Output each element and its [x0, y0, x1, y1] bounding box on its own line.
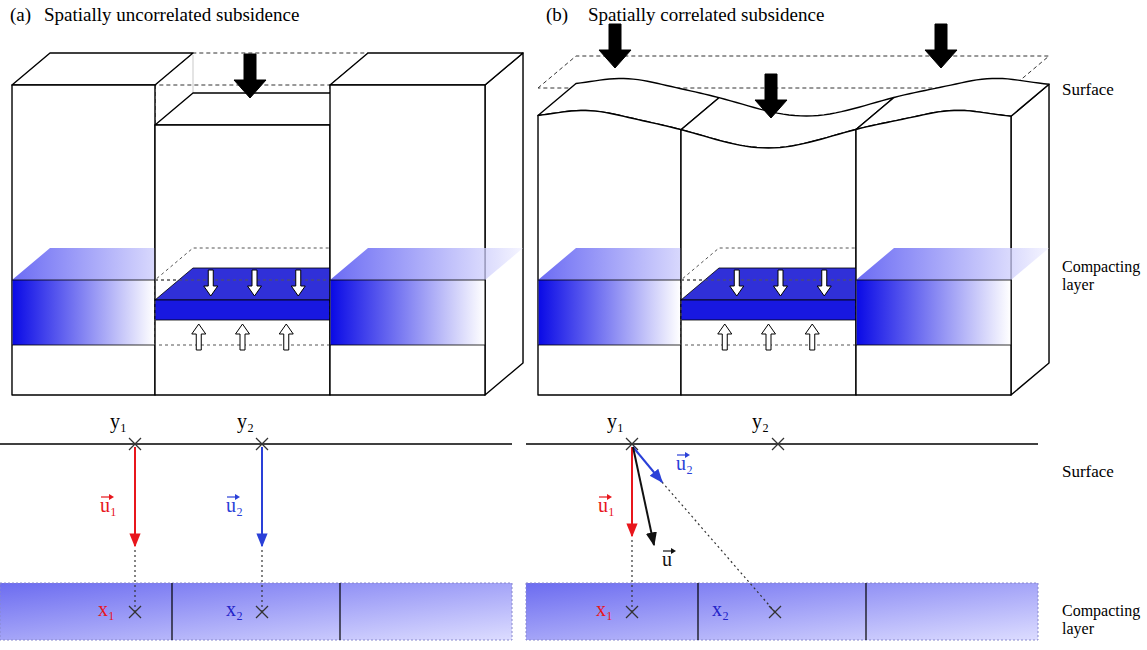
layer-edge — [538, 345, 681, 346]
layer-top — [856, 248, 1049, 280]
point-cross — [129, 438, 141, 450]
layer-edge — [856, 280, 1011, 281]
compacting-layer — [539, 280, 681, 345]
surface-label: Surface — [1062, 80, 1114, 100]
vector-label: u₂ — [676, 452, 693, 475]
projection-line — [662, 482, 775, 612]
layer-edge — [538, 280, 681, 281]
compacted-layer — [155, 300, 330, 320]
subsidence-arrow — [755, 74, 787, 118]
panel-letter: (b) — [546, 4, 568, 26]
vector-label: u — [662, 548, 672, 571]
block-top — [330, 53, 523, 85]
cell-divider — [339, 583, 340, 640]
point-label: y₁ — [607, 410, 624, 433]
point-cross — [256, 438, 268, 450]
vector-label: u₂ — [226, 494, 243, 517]
point-cross — [772, 438, 784, 450]
layer-label: Compacting layer — [1062, 602, 1144, 639]
block-front — [330, 85, 485, 395]
block-front — [155, 125, 330, 395]
cell-divider — [171, 583, 172, 640]
subsidence-arrow — [925, 24, 957, 68]
point-cross — [129, 606, 141, 618]
compaction-arrow — [291, 270, 305, 296]
layer-edge — [330, 280, 485, 281]
compaction-arrow — [236, 324, 250, 350]
block-side — [1011, 84, 1049, 395]
displacement-vector — [633, 447, 654, 545]
compacting-band — [526, 583, 1038, 640]
layer-edge — [856, 345, 1011, 346]
point-label: y₂ — [752, 410, 769, 433]
projection-line — [261, 550, 262, 612]
point-label: x₂ — [712, 598, 729, 621]
compaction-arrow — [718, 324, 732, 350]
panel-title: Spatially correlated subsidence — [588, 4, 824, 26]
compaction-arrow — [279, 324, 293, 350]
layer-top — [330, 248, 523, 280]
compaction-arrow — [192, 324, 206, 350]
compaction-arrow — [730, 270, 744, 296]
compaction-arrow — [774, 270, 788, 296]
point-cross — [772, 438, 784, 450]
surface-line — [0, 443, 512, 444]
subsidence-arrow — [234, 54, 266, 98]
displacement-vector — [631, 447, 633, 536]
point-label: y₁ — [110, 410, 127, 433]
block-top — [12, 53, 193, 85]
point-cross — [256, 606, 268, 618]
surface-label: Surface — [1062, 462, 1114, 482]
point-cross — [129, 606, 141, 618]
displacement-vector — [134, 447, 136, 546]
panel-title: Spatially uncorrelated subsidence — [44, 4, 299, 26]
compacting-layer — [857, 280, 1011, 345]
compaction-arrow — [204, 270, 218, 296]
surface-line — [526, 443, 1038, 444]
projection-line — [134, 550, 135, 612]
point-label: x₁ — [596, 598, 613, 621]
compacting-layer — [13, 280, 155, 345]
layer-edge — [12, 345, 155, 346]
layer-edge — [330, 345, 485, 346]
block-side — [485, 53, 523, 395]
displacement-vector — [261, 447, 263, 546]
compacting-layer — [331, 280, 485, 345]
cell-divider — [865, 583, 866, 640]
panel-letter: (a) — [10, 4, 31, 26]
vector-label: u₁ — [598, 494, 615, 517]
point-label: x₁ — [98, 598, 115, 621]
point-cross — [256, 606, 268, 618]
cell-divider — [697, 583, 698, 640]
point-cross — [129, 438, 141, 450]
subsidence-arrow — [599, 24, 631, 68]
compaction-arrow — [762, 324, 776, 350]
point-label: x₂ — [226, 598, 243, 621]
block-front — [12, 85, 155, 395]
compaction-arrow — [805, 324, 819, 350]
vector-label: u₁ — [100, 494, 117, 517]
point-label: y₂ — [237, 410, 254, 433]
compacted-layer — [681, 300, 856, 320]
compaction-arrow — [248, 270, 262, 296]
point-cross — [256, 438, 268, 450]
compaction-arrow — [817, 270, 831, 296]
layer-edge — [12, 280, 155, 281]
compacting-band — [0, 583, 512, 640]
layer-label: Compacting layer — [1062, 258, 1144, 295]
projection-line — [631, 540, 632, 612]
block-front — [681, 129, 856, 395]
